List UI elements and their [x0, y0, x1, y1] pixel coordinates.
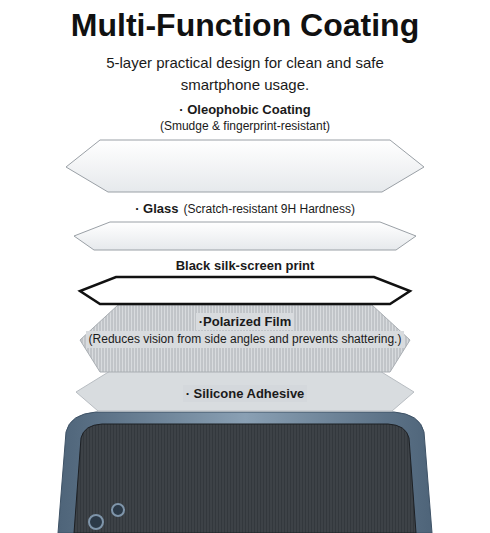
- polarized-layer: [80, 305, 410, 372]
- camera-lens: [112, 504, 124, 516]
- phone-screen: [74, 424, 416, 533]
- camera-lens: [89, 515, 103, 529]
- title: Multi-Function Coating: [71, 6, 419, 44]
- glass-layer: [74, 222, 416, 250]
- layer-name: Black silk-screen print: [176, 257, 315, 274]
- layer-note: (Reduces vision from side angles and pre…: [86, 331, 405, 348]
- silk-screen-layer: [80, 277, 410, 304]
- layer-note: (Smudge & fingerprint-resistant): [160, 118, 330, 135]
- subtitle: 5-layer practical design for clean and s…: [90, 52, 400, 96]
- layer-name: ·Polarized Film: [196, 313, 294, 330]
- layer-note: (Scratch-resistant 9H Hardness): [183, 201, 354, 218]
- layer-name: · Glass: [135, 200, 178, 217]
- silicone-layer: [76, 368, 414, 411]
- oleophobic-layer: [66, 140, 424, 192]
- phone-body: [58, 412, 432, 533]
- layer-name: · Silicone Adhesive: [183, 385, 308, 402]
- layer-name: · Oleophobic Coating: [179, 101, 310, 118]
